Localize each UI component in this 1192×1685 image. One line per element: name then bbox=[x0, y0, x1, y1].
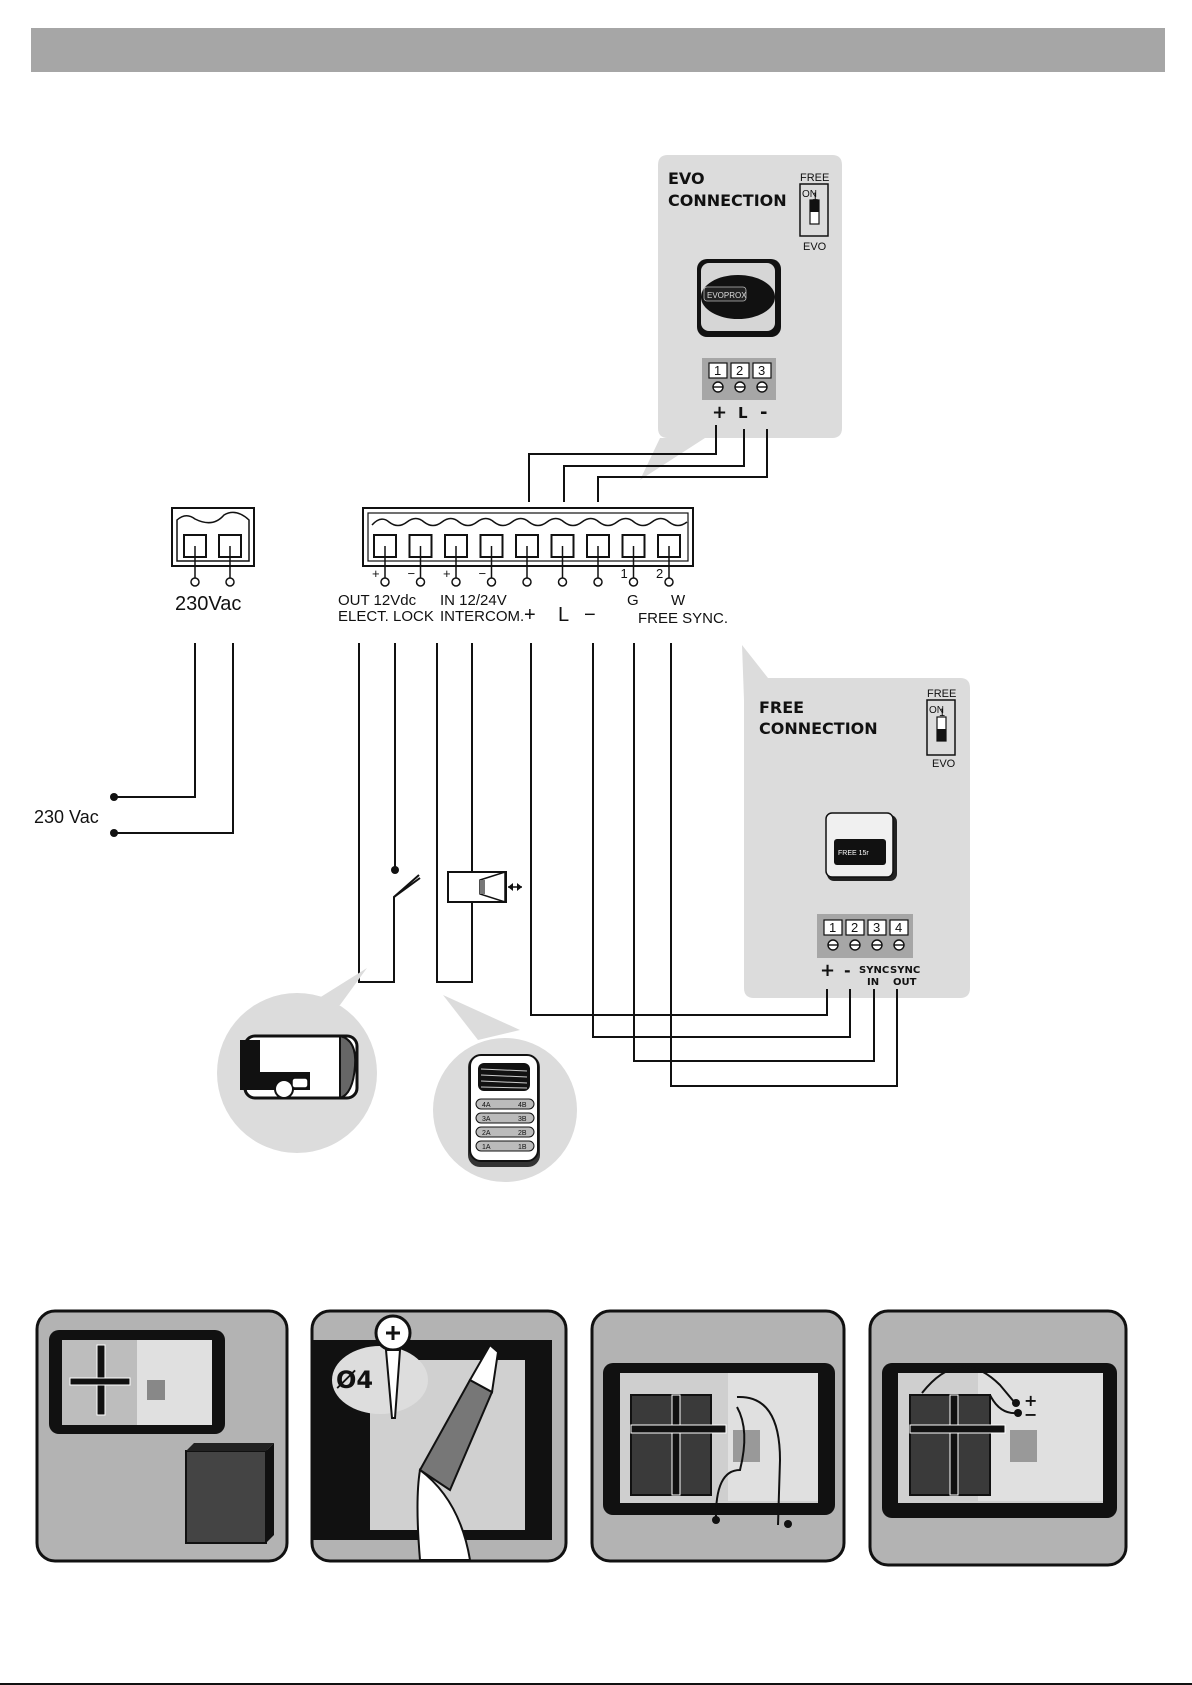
free-label-minus: - bbox=[844, 961, 851, 980]
evo-dip-bottom-label: EVO bbox=[803, 241, 827, 253]
electric-lock-icon bbox=[240, 1036, 357, 1098]
evoprox-reader-icon: EVOPROX bbox=[697, 259, 781, 337]
terminal-polarity-label: + bbox=[443, 566, 451, 581]
power-terminal-block: 230Vac bbox=[172, 508, 254, 615]
label-w: W bbox=[671, 592, 686, 609]
free-title-line2: CONNECTION bbox=[759, 719, 878, 738]
evo-title-line1: EVO bbox=[668, 169, 705, 188]
intercom-key-label-a: 4A bbox=[482, 1102, 491, 1109]
terminal-polarity-label: 2 bbox=[656, 566, 663, 581]
main-terminal-block: + − + − 1 2 bbox=[363, 508, 693, 586]
evo-title-line2: CONNECTION bbox=[668, 191, 787, 210]
label-elect-lock: ELECT. LOCK bbox=[338, 608, 434, 625]
evo-terminal-number: 2 bbox=[736, 363, 743, 378]
free-terminal-number: 4 bbox=[895, 920, 902, 935]
free-terminal-number: 2 bbox=[851, 920, 858, 935]
terminal-polarity-label: − bbox=[479, 566, 487, 581]
evo-label-l: L bbox=[738, 404, 748, 422]
free-dip-lever bbox=[937, 729, 946, 741]
free-label-sync-out: SYNC bbox=[890, 965, 920, 976]
label-plus: + bbox=[524, 604, 536, 626]
intercom-bubble: 4A 4B 3A 3B 2A 2B 1A 1B bbox=[433, 995, 577, 1182]
label-free-sync: FREE SYNC. bbox=[638, 610, 728, 627]
battery-minus-label: − bbox=[1024, 1405, 1037, 1424]
label-intercom: INTERCOM. bbox=[440, 608, 524, 625]
free-label-plus: + bbox=[820, 960, 835, 981]
free-title-line1: FREE bbox=[759, 698, 804, 717]
free-label-sync-in-sub: IN bbox=[867, 977, 879, 988]
evoprox-label: EVOPROX bbox=[707, 291, 747, 300]
lock-intercom-wires bbox=[359, 643, 522, 982]
evo-terminal-number: 1 bbox=[714, 363, 721, 378]
free15r-label: FREE 15r bbox=[838, 850, 869, 857]
evo-dip-top-label: FREE bbox=[800, 172, 829, 184]
intercom-key-label-a: 1A bbox=[482, 1144, 491, 1151]
evo-label-plus: + bbox=[712, 402, 727, 423]
electric-lock-bubble bbox=[217, 968, 377, 1153]
intercom-key-label-b: 3B bbox=[518, 1116, 527, 1123]
free-label-sync-out-sub: OUT bbox=[893, 977, 917, 988]
evo-terminal-number: 3 bbox=[758, 363, 765, 378]
intercom-key-label-b: 1B bbox=[518, 1144, 527, 1151]
install-step-3 bbox=[592, 1311, 844, 1561]
free-label-sync-in: SYNC bbox=[859, 965, 889, 976]
power-block-label: 230Vac bbox=[175, 593, 241, 615]
intercom-key-label-a: 2A bbox=[482, 1130, 491, 1137]
free15r-reader-icon: FREE 15r bbox=[826, 813, 897, 881]
free-terminal-number: 1 bbox=[829, 920, 836, 935]
intercom-panel-icon: 4A 4B 3A 3B 2A 2B 1A 1B bbox=[468, 1055, 540, 1167]
install-step-2: Ø4 bbox=[312, 1311, 566, 1561]
free-connection-panel: FREE CONNECTION FREE ON 1 EVO FREE 15r 1… bbox=[742, 645, 970, 998]
terminal-polarity-label: + bbox=[372, 566, 380, 581]
label-out-12vdc: OUT 12Vdc bbox=[338, 592, 417, 609]
label-l: L bbox=[558, 604, 569, 626]
evo-label-minus: - bbox=[760, 402, 767, 423]
free-dip-top-label: FREE bbox=[927, 688, 956, 700]
mains-supply: 230 Vac bbox=[34, 643, 233, 837]
free-dip-bottom-label: EVO bbox=[932, 758, 956, 770]
label-g: G bbox=[627, 592, 639, 609]
intercom-key-label-b: 4B bbox=[518, 1102, 527, 1109]
label-minus: − bbox=[584, 604, 596, 626]
terminal-polarity-label: 1 bbox=[621, 566, 628, 581]
free-terminal-number: 3 bbox=[873, 920, 880, 935]
intercom-key-label-b: 2B bbox=[518, 1130, 527, 1137]
install-step-4: + − bbox=[870, 1311, 1126, 1565]
label-in-12-24v: IN 12/24V bbox=[440, 592, 507, 609]
intercom-key-label-a: 3A bbox=[482, 1116, 491, 1123]
terminal-polarity-label: − bbox=[408, 566, 416, 581]
install-step-1 bbox=[37, 1311, 287, 1561]
evo-dip-lever bbox=[810, 200, 819, 212]
mains-label: 230 Vac bbox=[34, 807, 99, 827]
drill-size-label: Ø4 bbox=[336, 1366, 373, 1394]
